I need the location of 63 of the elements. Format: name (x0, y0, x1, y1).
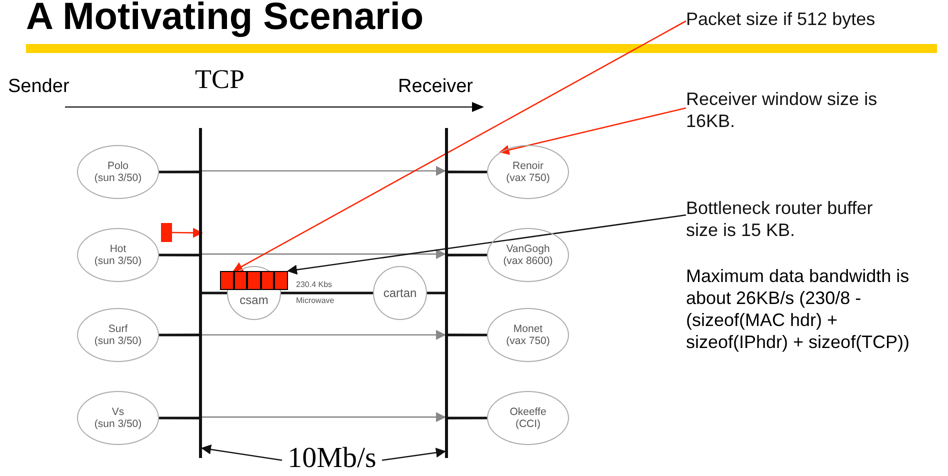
protocol-label: TCP (195, 64, 245, 95)
router-circle (373, 266, 427, 320)
network-bus (445, 128, 448, 458)
slide-title: A Motivating Scenario (26, 0, 424, 39)
network-link (159, 416, 199, 420)
arrow (202, 412, 446, 422)
packet (161, 223, 172, 242)
host-ellipse (487, 145, 569, 199)
host-label: Okeeffe (510, 406, 546, 418)
host-label: (vax 750) (506, 172, 550, 184)
host-label: (vax 750) (506, 335, 550, 347)
arrow (202, 249, 446, 260)
leader-line (287, 214, 686, 275)
callout-text: Bottleneck router buffer size is 15 KB. (686, 197, 901, 247)
host-ellipse (77, 145, 159, 199)
network-link (448, 334, 487, 336)
host-label: (sun 3/50) (94, 418, 142, 430)
arrow (202, 330, 446, 340)
callout-text: Packet size if 512 bytes (686, 8, 936, 34)
host-ellipse (77, 391, 159, 445)
host-label: VanGogh (506, 243, 550, 255)
network-bus (199, 128, 202, 458)
rate-label: 10Mb/s (282, 441, 382, 476)
sender-label: Sender (8, 76, 70, 98)
leader-line (201, 444, 282, 461)
host-label: (sun 3/50) (94, 172, 142, 184)
host-label: Vs (112, 406, 124, 418)
network-link (448, 254, 487, 256)
host-label: (vax 8600) (503, 255, 553, 267)
arrow (202, 166, 446, 176)
host-ellipse (487, 391, 569, 445)
host-label: (CCI) (515, 418, 541, 430)
host-ellipse (487, 228, 569, 282)
network-link (202, 292, 227, 294)
packet-queue (220, 271, 288, 290)
network-link (159, 254, 199, 256)
host-label: Hot (110, 243, 126, 255)
host-label: csam (240, 294, 268, 306)
link-label: 230.4 Kbs (296, 280, 332, 289)
network-link (159, 334, 199, 336)
host-label: (sun 3/50) (94, 335, 142, 347)
network-link (448, 170, 487, 174)
host-label: Polo (107, 160, 128, 172)
receiver-label: Receiver (398, 76, 473, 98)
leader-line (499, 107, 686, 155)
network-link (427, 292, 445, 294)
host-ellipse (77, 308, 159, 362)
network-link (448, 416, 487, 420)
host-label: Monet (513, 323, 543, 335)
leader-line (382, 448, 446, 461)
note-text: Maximum data bandwidth is about 26KB/s (230/8 - (sizeof(MAC hdr) + sizeof(IPhdr) + sizeof(TCP)) (686, 265, 911, 353)
arrow (172, 228, 203, 238)
host-ellipse (77, 228, 159, 282)
host-label: Renoir (512, 160, 544, 172)
network-link (281, 292, 373, 294)
host-label: Surf (108, 323, 128, 335)
link-label: Microwave (296, 296, 334, 305)
host-label: cartan (383, 287, 417, 299)
leader-line (232, 20, 686, 272)
host-label: (sun 3/50) (94, 255, 142, 267)
host-ellipse (487, 308, 569, 362)
callout-text: Receiver window size is 16KB. (686, 88, 901, 138)
network-link (159, 170, 199, 174)
